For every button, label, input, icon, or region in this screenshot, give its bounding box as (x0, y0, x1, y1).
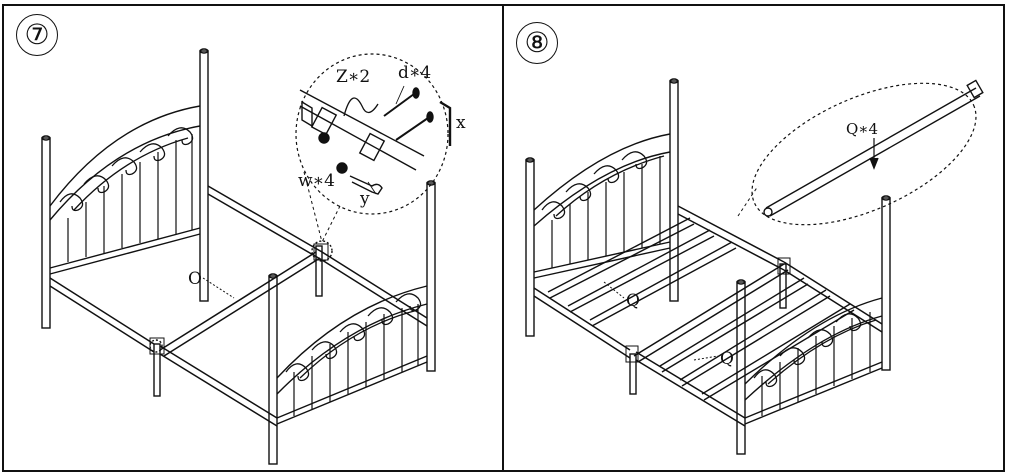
washer-icon (318, 132, 330, 144)
bracket-icon (343, 97, 379, 117)
label-o: O (188, 269, 202, 289)
label-w: w∗4 (298, 171, 335, 191)
label-x: x (456, 113, 466, 133)
bolt-icon (383, 87, 420, 117)
bed-post (268, 273, 278, 465)
center-rail (159, 251, 321, 357)
bed-post (669, 78, 679, 302)
detail-callout (295, 53, 452, 243)
footboard (744, 297, 883, 425)
bed-post (525, 157, 535, 337)
bolt-icon (395, 111, 434, 141)
headboard (49, 105, 201, 275)
label-y: y (359, 189, 370, 209)
label-q-1: Q (626, 291, 640, 311)
arrow-down-icon (869, 138, 879, 170)
detail-callout (751, 79, 984, 226)
bed-post (41, 135, 51, 329)
step-7-panel: ⑦ (4, 6, 502, 470)
bed-post (426, 180, 436, 372)
panel-divider (502, 4, 504, 472)
label-z: Z∗2 (336, 67, 370, 87)
washer-icon (336, 162, 348, 174)
step-7-number: ⑦ (16, 14, 58, 56)
step-8-number: ⑧ (516, 22, 558, 64)
step-8-illustration: Q∗4 Q Q (525, 78, 984, 455)
label-q-2: Q (720, 349, 734, 369)
headboard (533, 133, 671, 279)
bed-post (881, 195, 891, 371)
label-q-detail: Q∗4 (846, 120, 878, 138)
step-8-panel: ⑧ (504, 6, 1003, 470)
hex-key-icon (439, 100, 452, 146)
support-slats (547, 217, 855, 401)
bed-post (736, 279, 746, 455)
side-rail (49, 185, 428, 427)
footboard (276, 285, 428, 425)
step-7-illustration: Z∗2 d∗4 x w∗4 y O (41, 48, 466, 465)
label-d: d∗4 (398, 63, 431, 83)
bed-post (199, 48, 209, 302)
wrench-icon (349, 175, 383, 195)
